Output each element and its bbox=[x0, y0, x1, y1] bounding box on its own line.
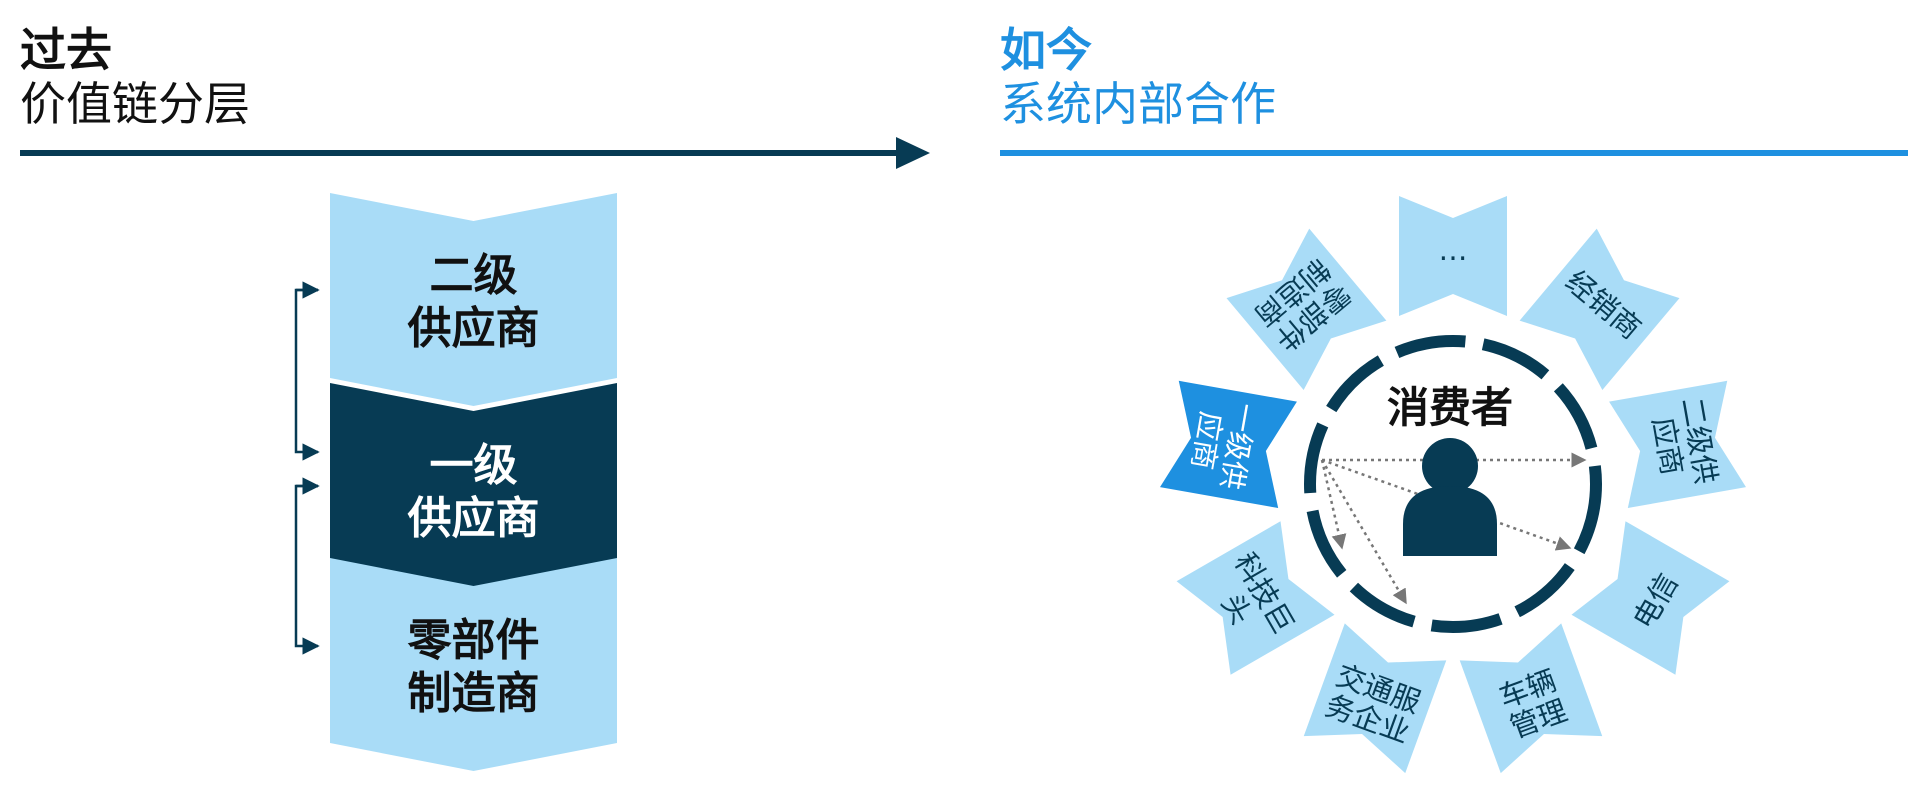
petal-shape bbox=[1226, 228, 1387, 391]
tier-chevron-shape bbox=[330, 558, 617, 771]
petal-shape bbox=[1303, 623, 1447, 774]
tier-chevron-shape bbox=[330, 383, 617, 596]
collaboration-arrow bbox=[1321, 458, 1572, 551]
petal-shape bbox=[1459, 623, 1603, 774]
tier-label-line2: 供应商 bbox=[408, 303, 540, 354]
stakeholder-petal-1: … bbox=[1399, 196, 1507, 316]
tier-chevron-shape bbox=[330, 193, 617, 406]
tier-label-line1: 二级 bbox=[430, 250, 518, 301]
petal-label-line: … bbox=[1439, 233, 1468, 267]
petal-shape bbox=[1519, 228, 1680, 391]
consumer-label: 消费者 bbox=[1387, 383, 1513, 432]
tier-label-line1: 零部件 bbox=[408, 615, 540, 666]
petal-shape bbox=[1159, 380, 1297, 509]
tier-label-line1: 一级 bbox=[430, 440, 518, 491]
petal-shape bbox=[1609, 380, 1747, 509]
tier-label-line2: 制造商 bbox=[408, 668, 540, 719]
tier-bracket-connectors bbox=[294, 281, 320, 655]
past-subtitle: 价值链分层 bbox=[20, 77, 250, 131]
stakeholder-petal-4: 电信 bbox=[1571, 521, 1730, 675]
now-title: 如今 bbox=[1000, 23, 1092, 77]
tier-label-line2: 供应商 bbox=[408, 493, 540, 544]
collaboration-arrow bbox=[1320, 459, 1347, 550]
now-subtitle: 系统内部合作 bbox=[1000, 77, 1276, 131]
petal-shape bbox=[1176, 521, 1335, 675]
petal-shape bbox=[1571, 521, 1730, 675]
past-title: 过去 bbox=[20, 23, 112, 77]
petal-shape bbox=[1399, 196, 1507, 316]
person-icon bbox=[1403, 438, 1497, 556]
past-timeline-arrowhead bbox=[896, 137, 930, 169]
